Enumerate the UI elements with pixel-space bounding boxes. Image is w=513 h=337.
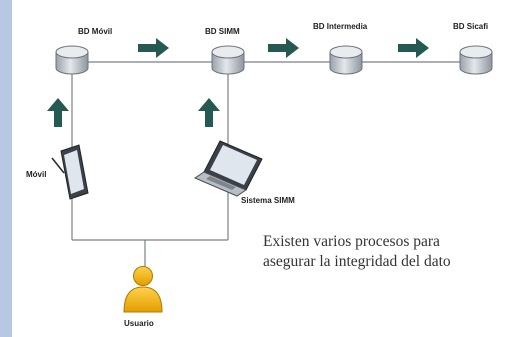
- bd-movil-database-icon: [55, 45, 89, 75]
- laptop-icon: [193, 140, 263, 197]
- movil-label: Móvil: [26, 170, 46, 179]
- arrow-right-icon: [398, 38, 429, 58]
- bd-simm-database-icon: [211, 45, 245, 75]
- slide-panel: [12, 0, 513, 337]
- bd-sicafi-label: BD Sicafi: [453, 22, 488, 31]
- bd-sicafi-database-icon: [459, 45, 493, 75]
- bd-simm-label: BD SIMM: [205, 27, 240, 36]
- user-icon: [123, 266, 163, 313]
- integrity-note-line-1: Existen varios procesos para: [263, 233, 440, 250]
- arrow-right-icon: [138, 38, 169, 58]
- sistema-simm-label: Sistema SIMM: [241, 196, 295, 205]
- mobile-device-icon: [51, 144, 89, 200]
- arrow-up-icon: [198, 98, 220, 127]
- bd-intermedia-database-icon: [329, 45, 363, 75]
- arrow-up-icon: [47, 98, 69, 127]
- integrity-note-line-2: asegurar la integridad del dato: [263, 253, 451, 270]
- bd-intermedia-label: BD Intermedia: [313, 22, 368, 31]
- bd-movil-label: BD Móvil: [78, 27, 112, 36]
- arrow-right-icon: [268, 38, 299, 58]
- usuario-label: Usuario: [124, 319, 154, 328]
- integrity-note: Existen varios procesos para asegurar la…: [263, 232, 508, 272]
